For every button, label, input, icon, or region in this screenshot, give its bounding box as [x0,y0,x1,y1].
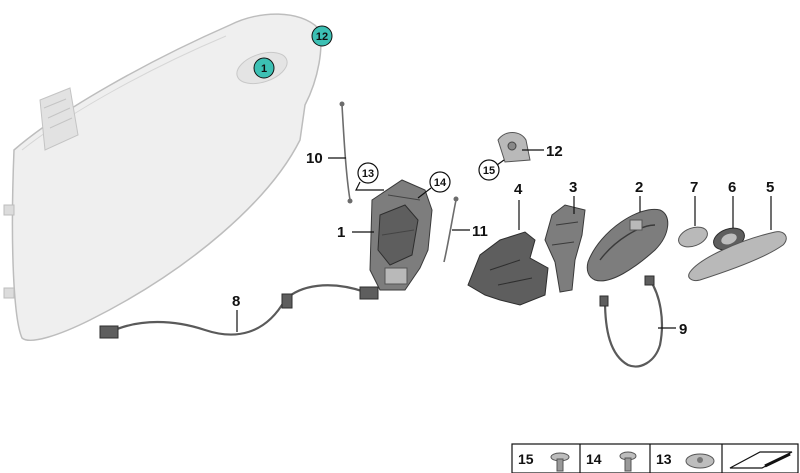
fastener-table: 15 14 13 [511,443,799,473]
part-10-rod [339,101,353,204]
part-9-cable [599,275,664,368]
svg-text:14: 14 [434,177,447,189]
label-7[interactable]: 7 [690,179,698,196]
part-3-carrier [544,204,586,293]
table-cell-14: 14 [586,451,602,467]
label-3[interactable]: 3 [569,179,577,196]
callout-14[interactable]: 14 [429,171,451,193]
label-12[interactable]: 12 [546,143,563,160]
catalog-symbol-icon [729,451,793,469]
screw-15-icon [550,452,570,472]
svg-text:13: 13 [362,168,374,180]
part-11-rod [443,196,459,263]
svg-text:12: 12 [316,31,328,43]
label-4[interactable]: 4 [514,181,523,198]
screw-13-icon [685,453,715,469]
part-8-cable [99,284,379,339]
label-8[interactable]: 8 [232,293,240,310]
door-panel [3,13,322,342]
part-7-cap [678,226,708,248]
label-5[interactable]: 5 [766,179,774,196]
leader-13 [355,181,384,191]
screw-14-icon [619,451,637,472]
callout-15[interactable]: 15 [478,159,500,181]
label-2[interactable]: 2 [635,179,643,196]
label-6[interactable]: 6 [728,179,736,196]
label-9[interactable]: 9 [679,321,687,338]
part-2-handle-carrier [586,208,669,282]
part-1-door-lock [369,179,433,291]
door-callout-1[interactable]: 1 [253,57,275,79]
table-cell-15: 15 [518,451,534,467]
label-11[interactable]: 11 [472,223,488,240]
leader-15 [496,159,505,166]
svg-text:15: 15 [483,165,495,177]
part-12-striker [497,132,531,163]
part-5-outer-handle [688,231,787,281]
leader-14 [417,187,432,199]
door-callout-12[interactable]: 12 [311,25,333,47]
label-1[interactable]: 1 [337,224,345,241]
callout-13[interactable]: 13 [357,162,379,184]
part-4-bracket [467,231,549,306]
svg-text:1: 1 [261,63,267,75]
table-cell-13: 13 [656,451,672,467]
label-10[interactable]: 10 [306,150,323,167]
